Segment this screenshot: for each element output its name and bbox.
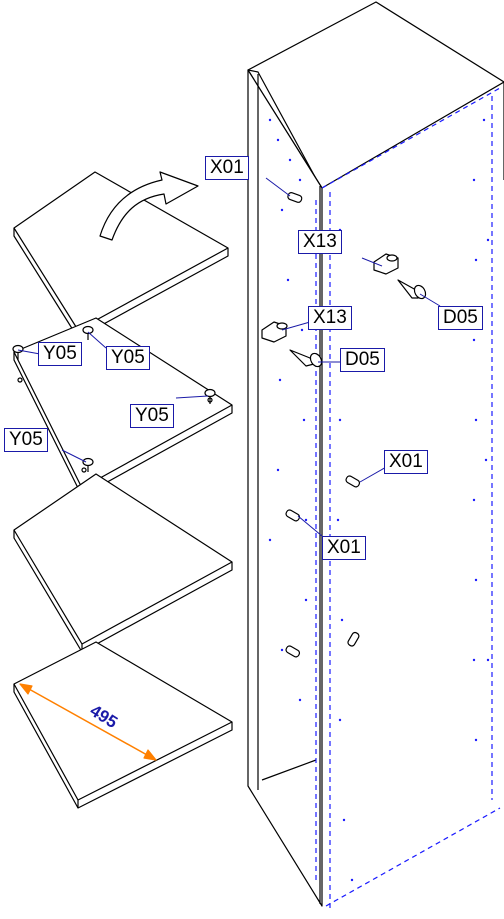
dowel-icon — [285, 192, 361, 658]
label-d05-right: D05 — [438, 306, 483, 330]
screw-icon — [289, 279, 427, 368]
shelf-bottom — [13, 641, 233, 809]
leader-lines — [17, 177, 441, 537]
dimension-line — [19, 683, 157, 761]
shelf-pin-icon — [12, 325, 216, 472]
cam-connector-icon — [261, 253, 399, 343]
label-x01-top: X01 — [205, 156, 249, 180]
hole-pattern — [268, 118, 490, 882]
label-y05-d: Y05 — [4, 428, 48, 452]
shelf-plain — [13, 473, 233, 653]
label-x13-right: X13 — [298, 230, 342, 254]
label-x01-mid: X01 — [384, 450, 428, 474]
label-y05-c: Y05 — [130, 404, 174, 428]
shelf-top — [13, 171, 229, 339]
label-y05-b: Y05 — [38, 342, 82, 366]
label-y05-a: Y05 — [106, 346, 150, 370]
label-x13-left: X13 — [308, 306, 352, 330]
label-x01-low: X01 — [322, 536, 366, 560]
rotate-arrow-icon — [99, 171, 199, 241]
side-panel — [247, 1, 504, 907]
label-d05-left: D05 — [340, 348, 385, 372]
hidden-edges — [315, 87, 501, 908]
